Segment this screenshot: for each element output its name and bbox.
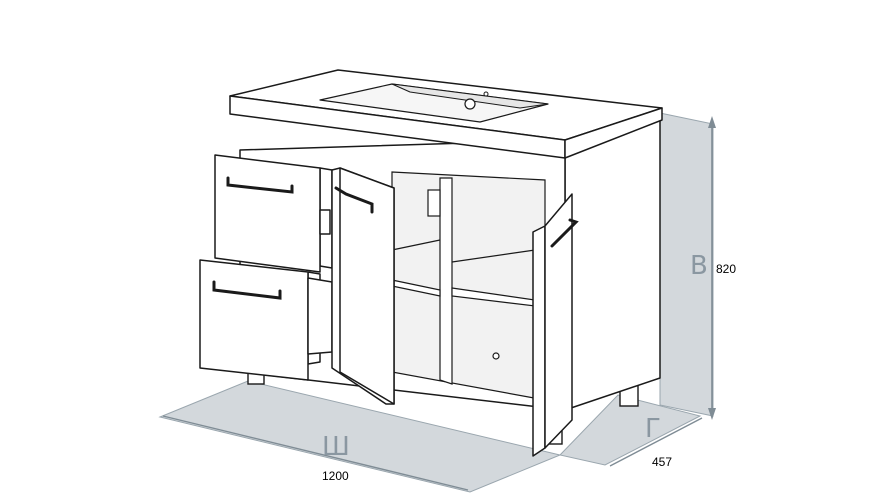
depth-dimension-band <box>559 394 703 467</box>
cabinet-interior <box>391 171 546 401</box>
top-drawer-handle <box>226 176 294 194</box>
left-door-handle <box>334 186 374 214</box>
width-value: 1200 <box>322 469 349 483</box>
right-door <box>532 193 573 457</box>
width-letter: Ш <box>322 432 350 462</box>
depth-letter: Г <box>645 414 661 444</box>
height-letter: В <box>690 251 708 281</box>
right-door-handle <box>550 218 579 248</box>
left-door <box>331 167 395 405</box>
height-value: 820 <box>716 262 736 276</box>
bottom-drawer <box>199 259 333 381</box>
countertop-basin <box>229 69 663 159</box>
depth-value: 457 <box>652 455 672 469</box>
bottom-drawer-handle <box>212 280 282 300</box>
top-drawer <box>214 154 333 273</box>
